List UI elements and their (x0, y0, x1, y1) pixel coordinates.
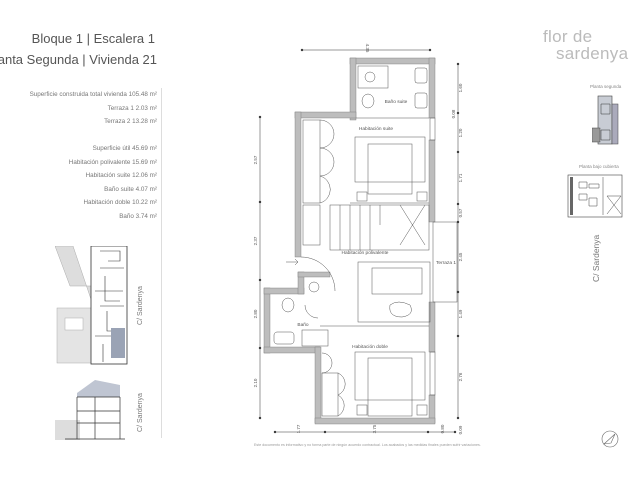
area-item: Superficie útil 45.69 m² (92, 145, 157, 152)
dim-right: 0.08 (451, 109, 456, 118)
area-list: Superficie construida total vivienda 105… (30, 88, 157, 223)
room-label-terraza-1: Terraza 1 (436, 260, 456, 266)
block-stair-title: Bloque 1 | Escalera 1 (31, 31, 155, 46)
brand-logo: flor de sardenya (543, 27, 629, 63)
dim-left: 2.80 (253, 309, 258, 318)
key-plan-lower (567, 174, 623, 218)
area-item: Baño suite 4.07 m² (104, 185, 157, 193)
dim-right: 1.60 (458, 83, 463, 92)
area-item: Terraza 2 13.28 m² (104, 118, 157, 125)
site-plan (55, 246, 128, 365)
dim-left: 2.57 (253, 155, 258, 164)
section-elevation (55, 380, 125, 440)
dim-right: 1.49 (458, 309, 463, 318)
north-compass-icon (601, 430, 619, 448)
disclaimer: Este documento es informativo y no forma… (254, 443, 481, 447)
dim-left: 2.10 (253, 378, 258, 387)
room-label-habitacion-suite: Habitación suite (359, 126, 393, 132)
key-plan-upper-label: Planta segunda (590, 84, 622, 89)
divider (161, 88, 162, 438)
dim-right: 0.09 (458, 425, 463, 434)
room-label-habitacion-polivalente: Habitación polivalente (342, 250, 389, 256)
key-plan-lower-label: Planta bajo cubierta (579, 164, 619, 169)
dim-right: 2.76 (458, 372, 463, 381)
room-label-bano: Baño (297, 322, 309, 328)
dim-right: 1.71 (458, 173, 463, 182)
area-item: Habitación doble 10.22 m² (83, 199, 157, 206)
room-label-bano-suite: Baño suite (385, 99, 408, 105)
floor-unit-title: Planta Segunda | Vivienda 21 (0, 52, 157, 67)
room-label-habitacion-doble: Habitación doble (352, 344, 388, 350)
dim-bottom: 0.80 (440, 424, 445, 433)
area-item: Baño 3.74 m² (119, 212, 157, 220)
area-item: Habitación suite 12.06 m² (85, 172, 157, 179)
dim-top: 4.35 (365, 44, 370, 53)
dim-right: 0.57 (458, 208, 463, 217)
area-item: Superficie construida total vivienda 105… (29, 91, 157, 98)
street-label-right: C/ Sardenya (591, 234, 601, 282)
area-item: Terraza 1 2.03 m² (107, 104, 157, 112)
dim-right: 1.20 (458, 128, 463, 137)
dim-bottom: 3.75 (372, 424, 377, 433)
area-item: Habitación polivalente 15.69 m² (68, 158, 157, 166)
dim-bottom: 1.77 (296, 424, 301, 433)
key-plan-upper (592, 95, 619, 145)
dim-left: 2.37 (253, 236, 258, 245)
dim-right: 2.45 (458, 252, 463, 261)
